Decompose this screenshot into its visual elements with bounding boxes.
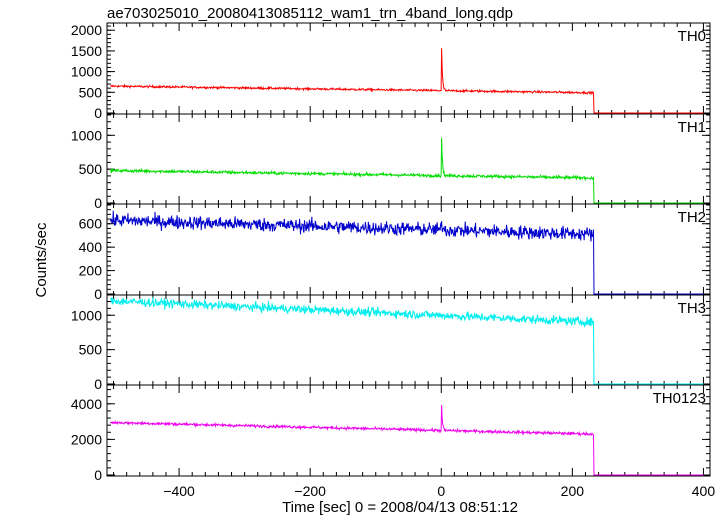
x-axis-label: Time [sec] 0 = 2008/04/13 08:51:12 [282,499,518,516]
x-tick-label: −400 [163,483,195,499]
y-tick-label: 0 [94,195,102,211]
y-tick-label: 200 [79,263,103,279]
panel-frame [106,22,711,115]
y-tick-label: 500 [79,161,103,177]
y-tick-label: 1500 [71,43,102,59]
panel-th2: 0 200 400 600 TH2 [79,203,711,302]
x-tick-label: 200 [561,483,585,499]
x-tick-label: −200 [294,483,326,499]
y-tick-label: 1000 [71,307,102,323]
x-tick-label: 400 [692,483,716,499]
series-line-th2 [109,210,704,295]
series-line-th3 [110,297,704,385]
y-axis-label: Counts/sec [33,222,50,298]
panel-th3: 0 500 1000 TH3 [71,294,711,392]
y-tick-label: 600 [79,216,103,232]
y-tick-label: 0 [94,105,102,121]
panel-th1: 0 500 1000 TH1 [71,113,711,211]
y-tick-label: 0 [94,286,102,302]
y-tick-label: 2000 [71,431,102,447]
y-tick-label: 500 [79,84,103,100]
panel-label: TH3 [678,300,706,317]
y-tick-label: 1000 [71,127,102,143]
chart-title: ae703025010_20080413085112_wam1_trn_4ban… [107,5,513,22]
y-tick-label: 1000 [71,64,102,80]
panel-label: TH0 [678,28,706,45]
y-tick-label: 2000 [71,22,102,38]
panel-frame [106,203,711,296]
panel-frame [106,384,711,477]
y-tick-label: 0 [94,376,102,392]
panel-frame [106,113,711,205]
series-line-th0123 [109,405,704,476]
panel-frame [106,294,711,386]
y-tick-label: 500 [79,342,103,358]
panel-th0: 0 500 1000 1500 2000 TH0 [71,22,711,121]
y-tick-label: 4000 [71,396,102,412]
series-line-th1 [110,137,704,204]
panel-label: TH1 [678,119,706,136]
y-tick-label: 0 [94,467,102,483]
x-tick-label: 0 [437,483,445,499]
panel-label: TH2 [678,209,706,226]
panel-th0123: 0 2000 4000 TH0123 [71,384,711,483]
series-line-th0 [110,48,704,114]
y-tick-label: 400 [79,239,103,255]
panel-label: TH0123 [653,390,706,407]
